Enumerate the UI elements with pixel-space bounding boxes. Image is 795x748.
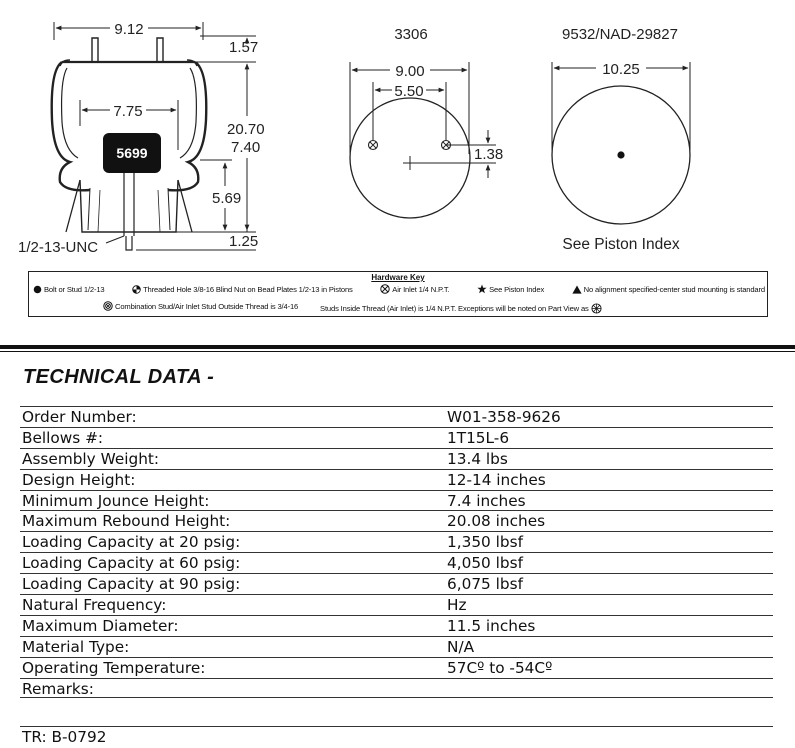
dim-min-height-label: 7.40	[231, 139, 260, 156]
exception-wheel-icon	[591, 303, 602, 314]
see-piston-index-note: See Piston Index	[562, 236, 679, 253]
technical-data-title: TECHNICAL DATA -	[23, 366, 215, 388]
row-value: 13.4 lbs	[447, 449, 508, 468]
table-row: Assembly Weight: 13.4 lbs	[20, 447, 773, 469]
hw-item-air-inlet: Air Inlet 1/4 N.P.T.	[380, 284, 450, 294]
row-value: 12-14 inches	[447, 470, 546, 489]
row-label: Operating Temperature:	[22, 658, 206, 677]
section-divider-thick	[0, 345, 795, 349]
table-row: Bellows #: 1T15L-6	[20, 426, 773, 448]
row-label: Material Type:	[22, 637, 130, 656]
hardware-key: Hardware Key Bolt or Stud 1/2-13 Threade…	[28, 271, 768, 317]
row-label: Bellows #:	[22, 428, 104, 447]
row-label: Loading Capacity at 90 psig:	[22, 575, 241, 594]
row-value: 4,050 lbsf	[447, 554, 523, 573]
row-label: Order Number:	[22, 408, 137, 426]
dim-diameter-label: 10.25	[602, 61, 640, 78]
technical-drawing: 5699 9.12 1.57 7.75 20.70 7.40 5.69 1.25	[18, 21, 691, 256]
row-label: Remarks:	[22, 679, 94, 698]
row-value: W01-358-9626	[447, 408, 561, 426]
dim-width-label: 9.12	[114, 21, 143, 38]
hw-item-see-piston: See Piston Index	[477, 284, 544, 294]
tr-number: TR: B-0792	[22, 728, 107, 746]
hw-item-threaded-hole: Threaded Hole 3/8-16 Blind Nut on Bead P…	[132, 284, 353, 294]
triangle-icon	[572, 285, 582, 294]
table-row: Order Number: W01-358-9626	[20, 406, 773, 427]
dim-stud-label: 1.25	[229, 233, 258, 250]
table-row: Maximum Diameter: 11.5 inches	[20, 614, 773, 636]
hw-item-bolt: Bolt or Stud 1/2-13	[33, 284, 105, 294]
top-plate-view	[349, 62, 496, 219]
table-row: Loading Capacity at 60 psig: 4,050 lbsf	[20, 552, 773, 573]
top-plate-part-number: 3306	[394, 26, 427, 43]
center-stud-dot-icon	[617, 151, 625, 159]
row-label: Maximum Rebound Height:	[22, 512, 231, 531]
row-label: Natural Frequency:	[22, 596, 167, 615]
row-label: Maximum Diameter:	[22, 616, 179, 635]
star-icon	[477, 284, 487, 294]
row-value: Hz	[447, 596, 467, 615]
table-row: Remarks:	[20, 677, 773, 699]
row-value: N/A	[447, 637, 475, 656]
piston-number-box	[103, 133, 161, 173]
crossed-circle-icon	[380, 284, 390, 294]
bottom-plate-view	[551, 62, 691, 225]
thread-label: 1/2-13-UNC	[18, 239, 98, 256]
table-row: Design Height: 12-14 inches	[20, 468, 773, 490]
hardware-key-row-2: Combination Stud/Air Inlet Stud Outside …	[33, 301, 765, 314]
row-value: 57Cº to -54Cº	[447, 658, 553, 677]
hardware-key-row-1: Bolt or Stud 1/2-13 Threaded Hole 3/8-16…	[33, 284, 765, 294]
table-row: Loading Capacity at 20 psig: 1,350 lbsf	[20, 531, 773, 552]
solid-dot-icon	[33, 285, 42, 293]
row-label: Assembly Weight:	[22, 449, 160, 468]
row-label: Loading Capacity at 60 psig:	[22, 554, 241, 573]
table-row: Minimum Jounce Height: 7.4 inches	[20, 489, 773, 511]
row-value: 6,075 lbsf	[447, 575, 523, 594]
hardware-key-title: Hardware Key	[371, 273, 425, 282]
hw-item-combination-stud: Combination Stud/Air Inlet Stud Outside …	[103, 301, 298, 311]
tr-divider	[20, 726, 773, 727]
bottom-plate-part-number: 9532/NAD-29827	[562, 26, 678, 43]
dim-inner-label: 5.50	[394, 83, 423, 100]
hw-item-studs-inside-thread: Studs Inside Thread (Air Inlet) is 1/4 N…	[320, 303, 602, 314]
row-label: Design Height:	[22, 470, 136, 489]
dim-piston-width-label: 7.75	[113, 103, 142, 120]
row-value: 11.5 inches	[447, 616, 536, 635]
dim-max-height-label: 20.70	[227, 121, 265, 138]
table-row: Operating Temperature: 57Cº to -54Cº	[20, 656, 773, 678]
half-filled-circle-icon	[132, 284, 141, 294]
row-value: 7.4 inches	[447, 491, 526, 510]
double-circle-icon	[103, 301, 113, 311]
table-row: Loading Capacity at 90 psig: 6,075 lbsf	[20, 573, 773, 594]
dim-top-label: 1.57	[229, 39, 258, 56]
row-label: Loading Capacity at 20 psig:	[22, 533, 241, 552]
section-divider-thin	[0, 351, 795, 352]
row-value: 1T15L-6	[447, 428, 510, 447]
row-label: Minimum Jounce Height:	[22, 491, 210, 510]
hw-item-alignment: No alignment specified-center stud mount…	[572, 284, 765, 294]
row-value: 1,350 lbsf	[447, 533, 523, 552]
dim-piston-height-label: 5.69	[212, 190, 241, 207]
dim-offset-label: 1.38	[474, 146, 503, 163]
dim-outer-label: 9.00	[395, 63, 424, 80]
table-row: Material Type: N/A	[20, 635, 773, 657]
air-spring-side-view	[50, 37, 208, 251]
table-row: Natural Frequency: Hz	[20, 594, 773, 615]
row-value: 20.08 inches	[447, 512, 546, 531]
piston-number-label: 5699	[116, 145, 147, 161]
table-row: Maximum Rebound Height: 20.08 inches	[20, 510, 773, 531]
